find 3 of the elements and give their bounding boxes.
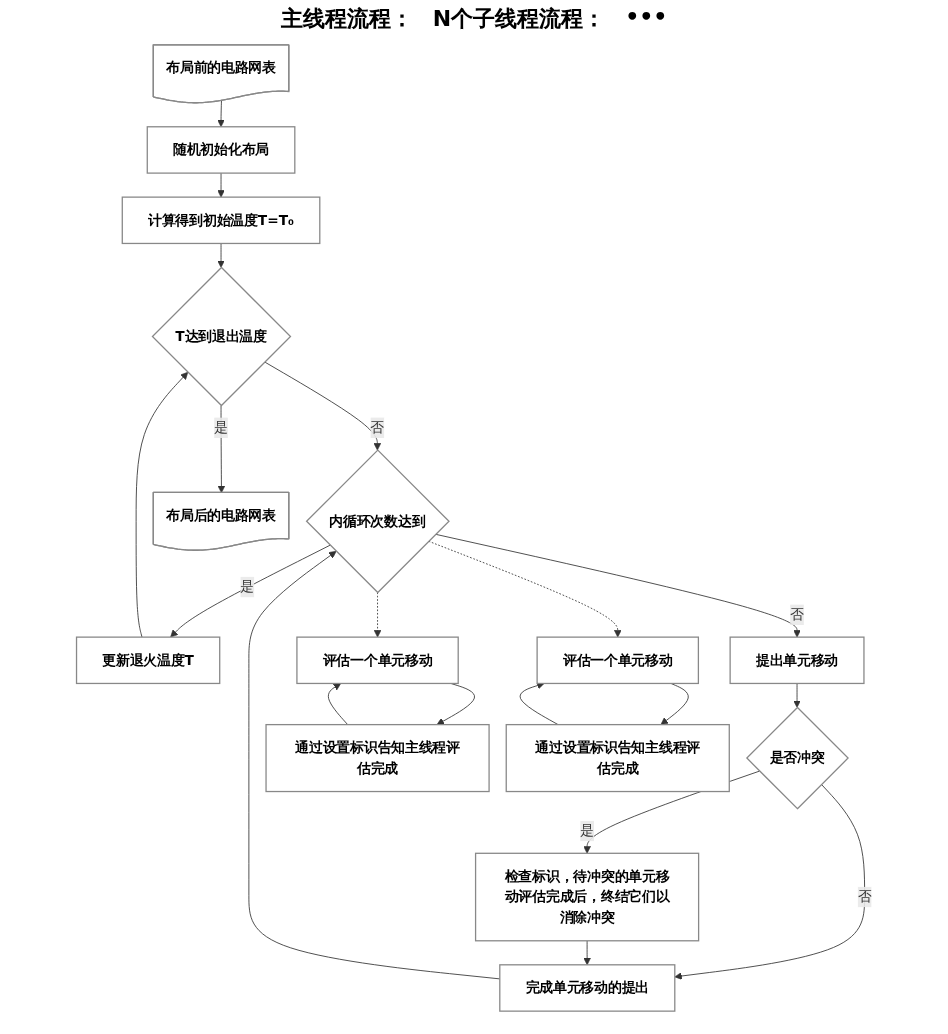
flow-note: ••• [625, 4, 668, 34]
flow-note: 主线程流程： [280, 4, 413, 34]
flow-note: N个子线程流程： [432, 4, 606, 34]
